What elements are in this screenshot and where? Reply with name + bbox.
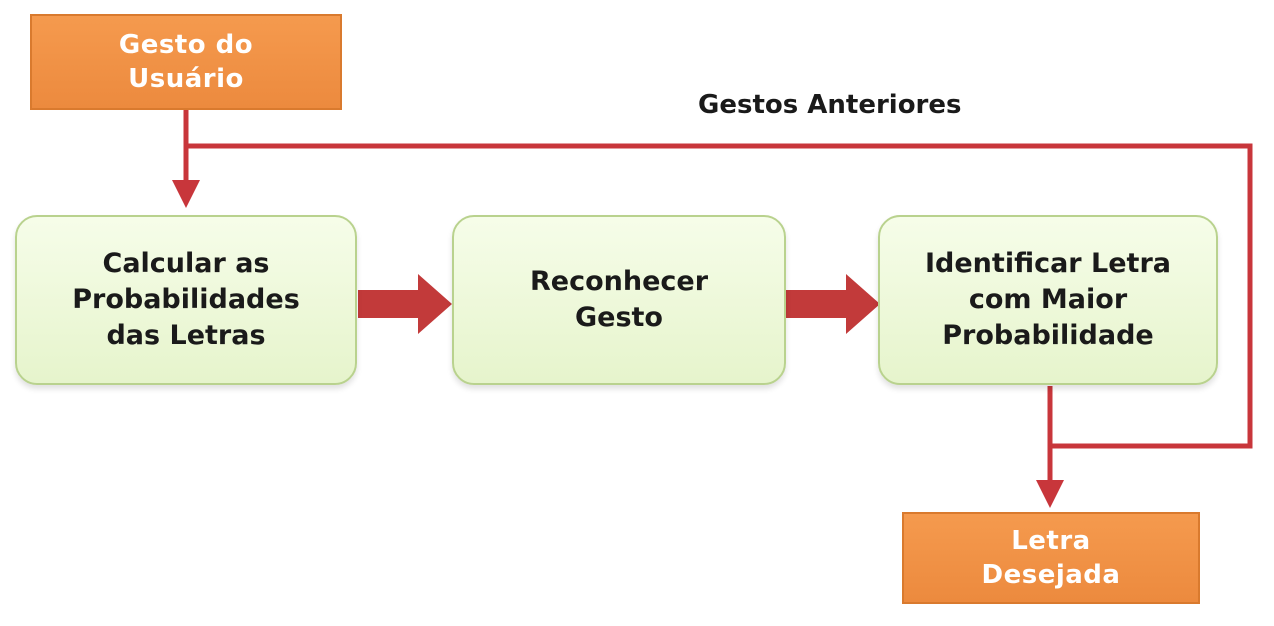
down-arrowhead-1 <box>172 180 200 208</box>
feedback-loop-label: Gestos Anteriores <box>698 90 962 120</box>
identify-letter-node: Identificar Letra com Maior Probabilidad… <box>878 215 1218 385</box>
desired-letter-node: Letra Desejada <box>902 512 1200 604</box>
thick-arrow-1 <box>358 274 452 334</box>
user-gesture-node: Gesto do Usuário <box>30 14 342 110</box>
calculate-probabilities-node: Calcular as Probabilidades das Letras <box>15 215 357 385</box>
thick-arrow-2 <box>786 274 880 334</box>
recognize-gesture-node: Reconhecer Gesto <box>452 215 786 385</box>
down-arrowhead-2 <box>1036 480 1064 508</box>
feedback-loop-line <box>186 143 1253 449</box>
